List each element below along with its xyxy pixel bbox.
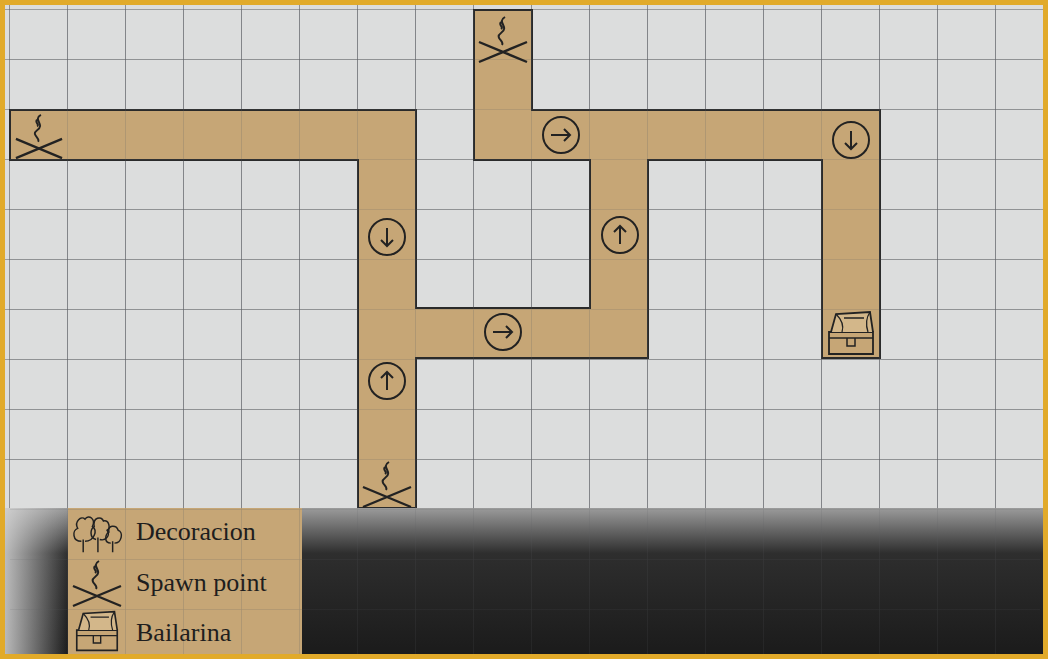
legend-label: Bailarina <box>136 619 231 648</box>
legend-label: Decoracion <box>136 518 256 547</box>
legend-label: Spawn point <box>136 569 267 598</box>
